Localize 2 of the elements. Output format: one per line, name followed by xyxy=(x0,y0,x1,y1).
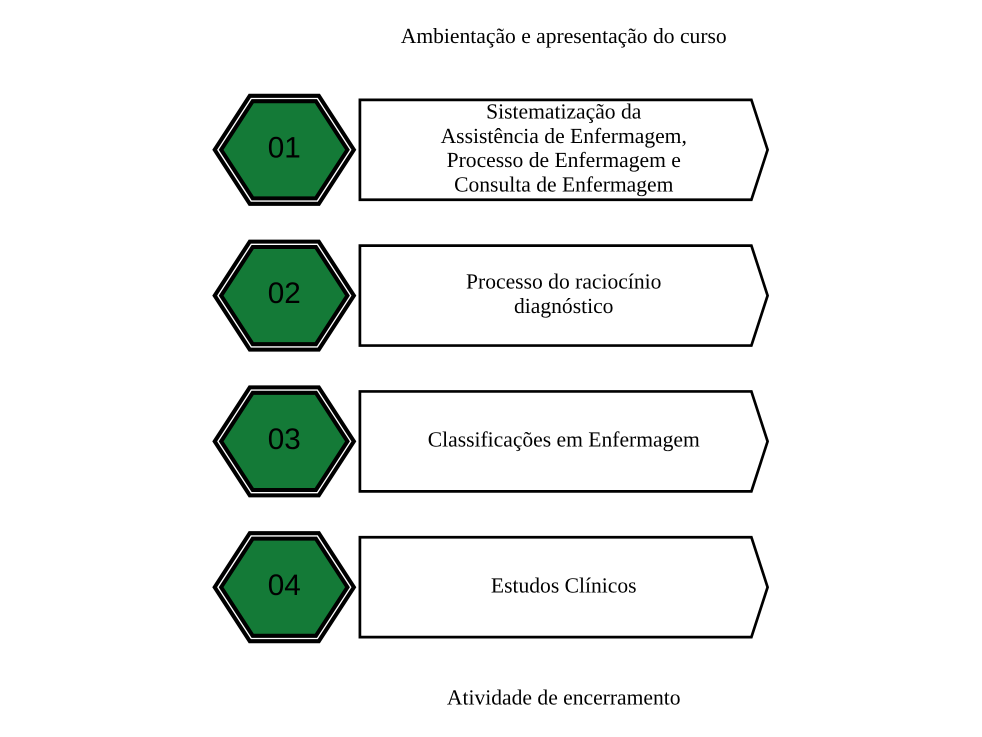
label: Atividade de encerramento xyxy=(446,685,681,710)
label: Ambientação e apresentação do curso xyxy=(400,24,727,48)
